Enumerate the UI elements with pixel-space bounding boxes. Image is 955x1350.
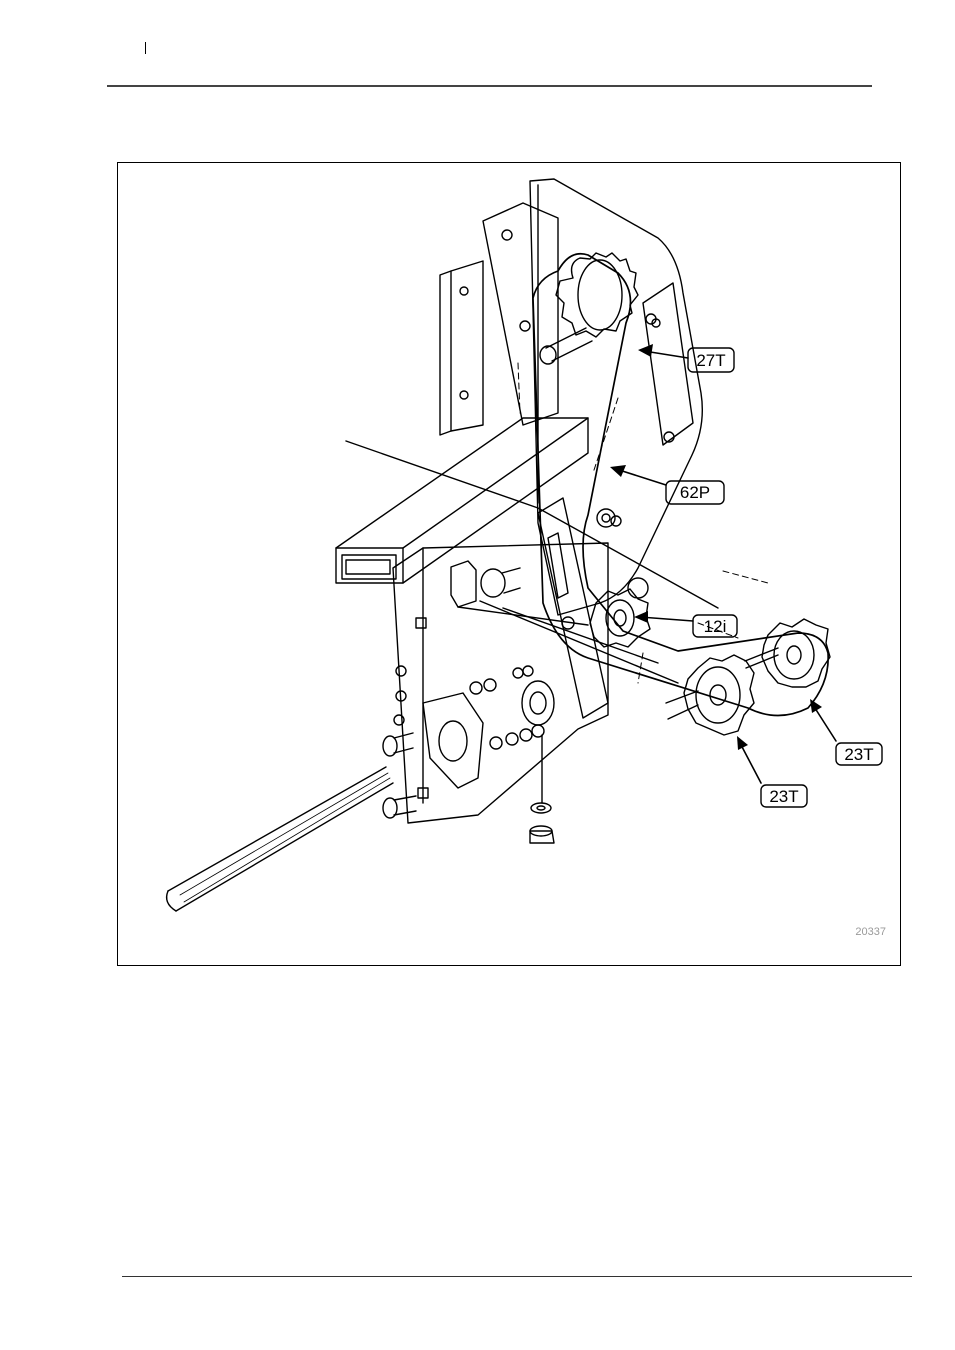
footer-rule [122, 1276, 912, 1277]
callout-23t-right: 23T [836, 743, 882, 765]
bearing-flanges [423, 681, 554, 788]
left-bracket [440, 203, 558, 435]
header-mark [145, 42, 146, 54]
sprocket-23t-left [666, 655, 754, 735]
svg-text:12i: 12i [704, 617, 727, 636]
callout-arrowheads [610, 344, 822, 750]
pivot-arm [538, 498, 608, 718]
callout-leaders [616, 351, 836, 783]
callout-12i: 12i [693, 615, 737, 637]
figure-number: 20337 [855, 926, 886, 938]
square-tube [336, 418, 588, 583]
svg-text:27T: 27T [696, 351, 725, 370]
svg-text:23T: 23T [769, 787, 798, 806]
sprocket-drive-figure: 27T 62P 12i 23T 23T 20337 [117, 162, 901, 966]
callout-23t-left: 23T [761, 785, 807, 807]
svg-text:23T: 23T [844, 745, 873, 764]
sprocket-23t-right [745, 619, 830, 687]
main-shaft [167, 767, 393, 911]
upper-plate [530, 179, 702, 615]
assembly-guides [518, 363, 768, 683]
sprocket-27t [540, 253, 638, 364]
exploded-diagram: 27T 62P 12i 23T 23T 20337 [118, 163, 900, 965]
svg-text:62P: 62P [680, 483, 710, 502]
header-rule [107, 85, 872, 87]
